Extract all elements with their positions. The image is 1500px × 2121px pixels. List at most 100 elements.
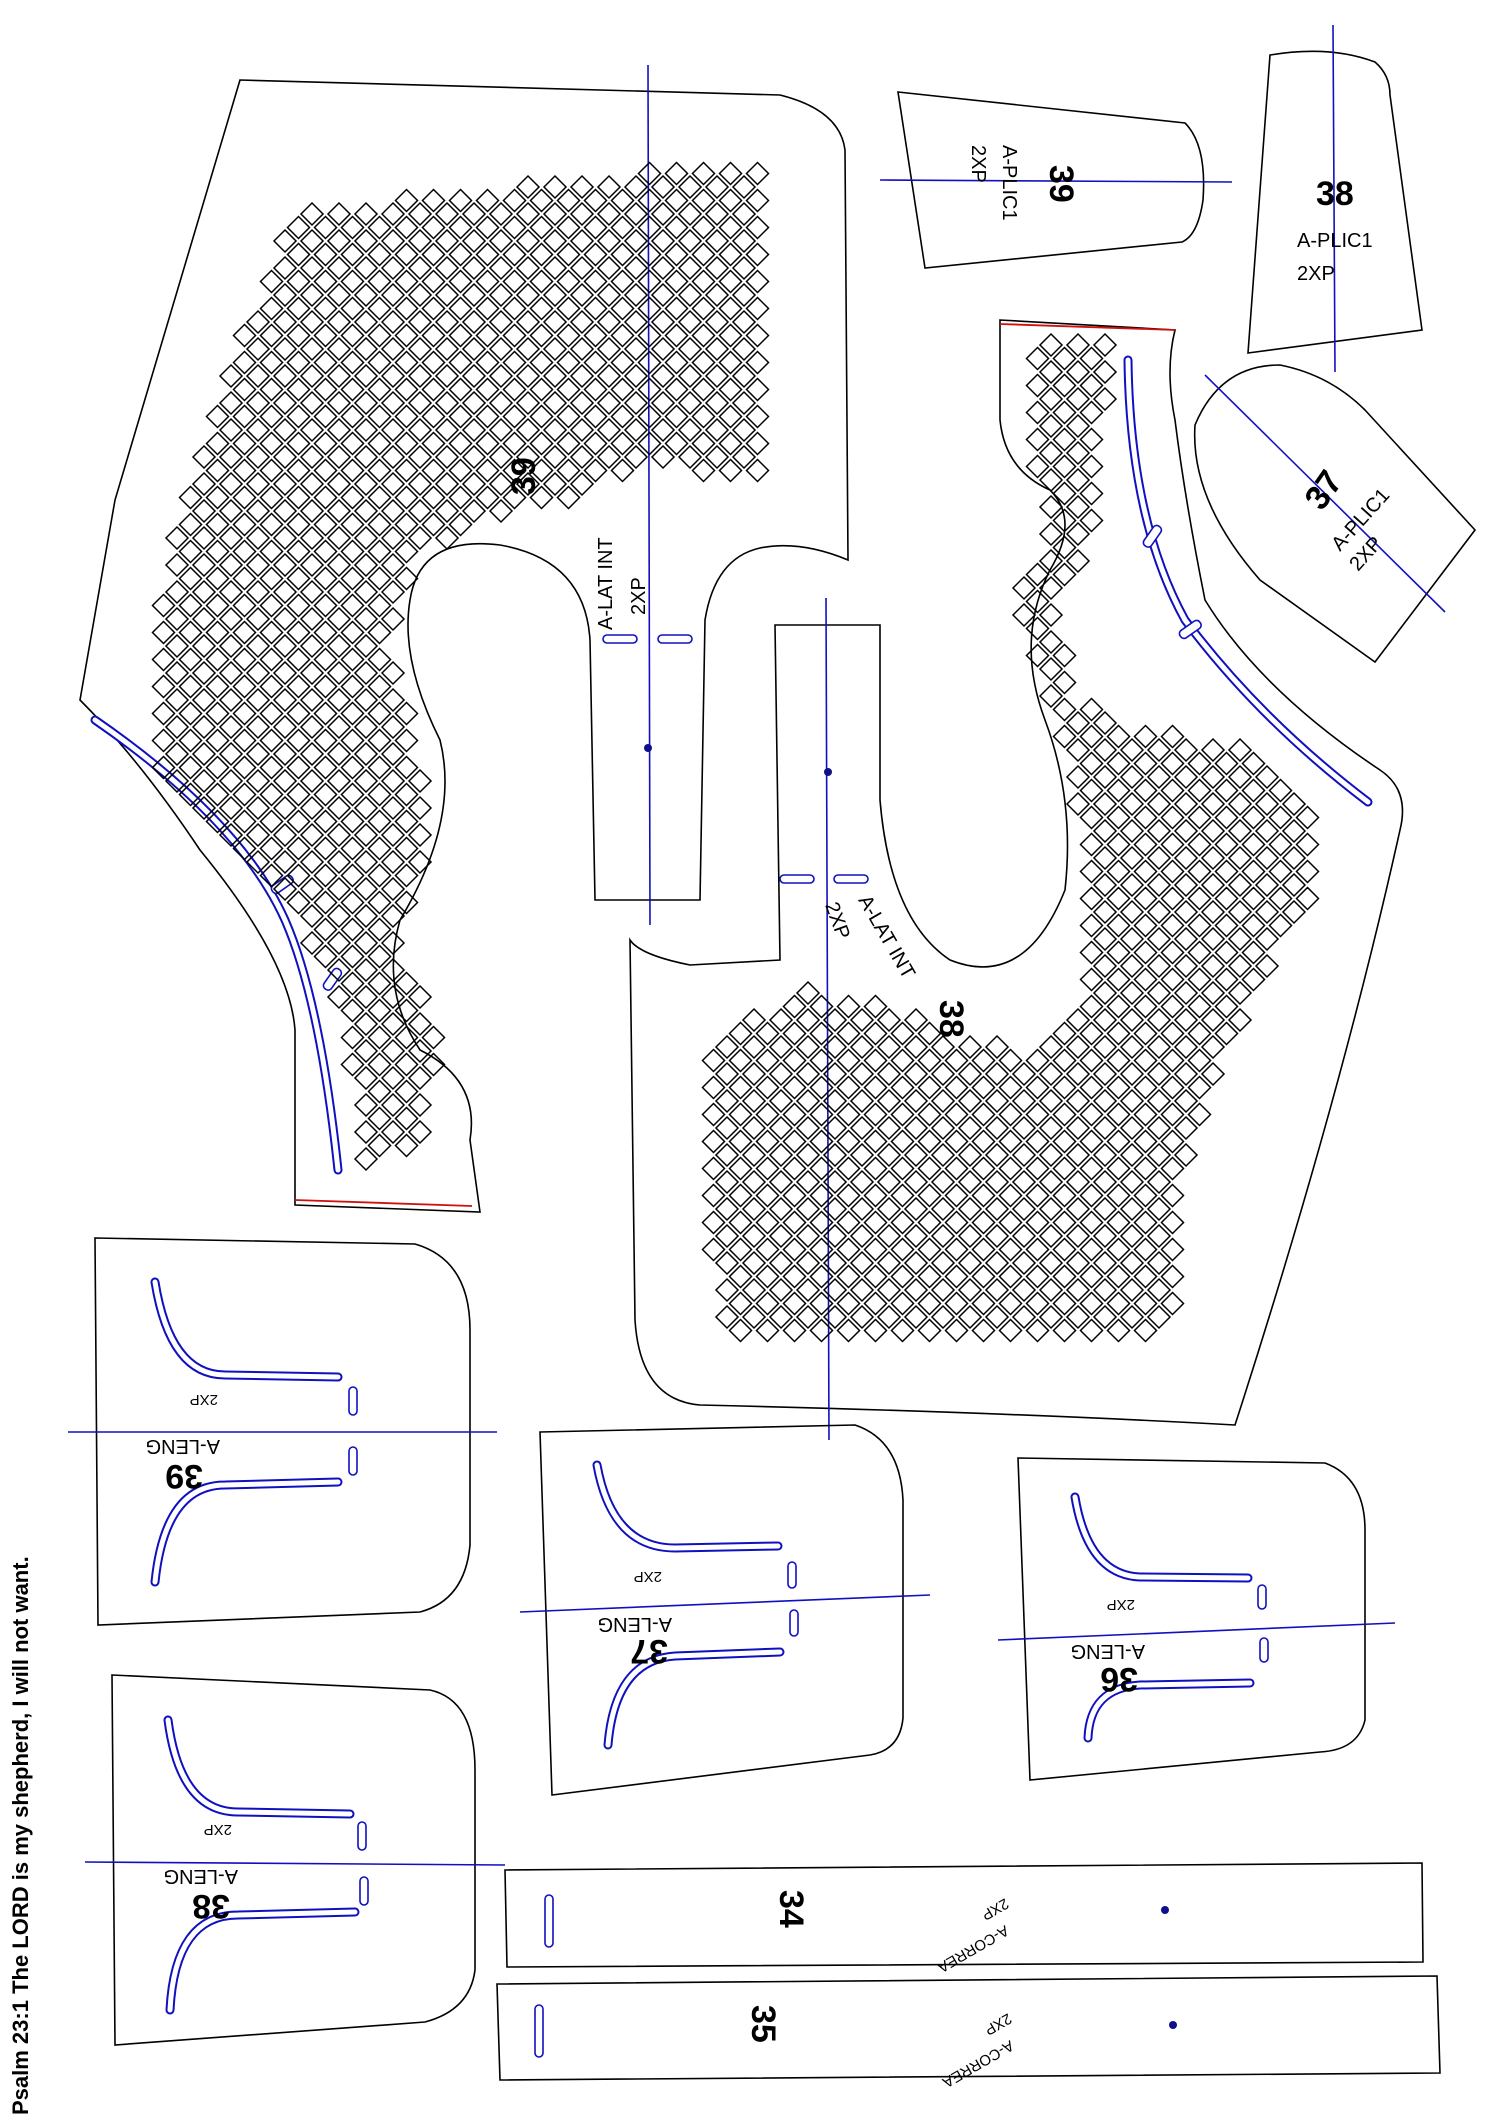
perforation-diamond-icon (728, 1264, 753, 1289)
perforation-diamond-icon (755, 1183, 780, 1208)
perforation-diamond-icon (394, 188, 419, 213)
perforation-diamond-icon (795, 1088, 821, 1114)
perforation-diamond-icon (407, 822, 433, 848)
piece-38-plic-number: 38 (1316, 175, 1354, 213)
perforation-diamond-icon (556, 269, 581, 294)
perforation-diamond-icon (367, 566, 392, 591)
perforation-diamond-icon (890, 1021, 915, 1046)
perforation-diamond-icon (795, 1250, 821, 1276)
perforation-diamond-icon (272, 390, 298, 416)
perforation-diamond-icon (1038, 521, 1064, 547)
perforation-diamond-icon (1295, 832, 1320, 857)
perforation-diamond-icon (849, 1223, 875, 1249)
perforation-diamond-icon (1052, 1102, 1077, 1127)
perforation-diamond-icon (944, 1264, 969, 1289)
perforation-diamond-icon (556, 377, 581, 402)
perforation-diamond-icon (542, 417, 568, 443)
perforation-diamond-icon (1052, 508, 1077, 533)
perforation-diamond-icon (232, 539, 257, 564)
perforation-diamond-icon (1160, 859, 1185, 884)
perforation-diamond-icon (890, 1237, 915, 1262)
perforation-diamond-icon (1241, 940, 1266, 965)
perforation-diamond-icon (1173, 791, 1199, 817)
perforation-diamond-icon (340, 728, 365, 753)
perforation-diamond-icon (407, 498, 433, 524)
perforation-diamond-icon (890, 1183, 915, 1208)
perforation-diamond-icon (299, 417, 325, 443)
perforation-diamond-icon (1038, 1250, 1064, 1276)
perforation-diamond-icon (394, 350, 419, 375)
perforation-diamond-icon (701, 1102, 726, 1127)
perforation-diamond-icon (245, 795, 271, 821)
perforation-diamond-icon (191, 471, 217, 497)
perforation-diamond-icon (353, 201, 379, 227)
perforation-diamond-icon (245, 849, 271, 875)
perforation-diamond-icon (822, 1169, 848, 1195)
perforation-diamond-icon (394, 458, 419, 483)
piece-38-leng-slot-1 (357, 1821, 367, 1851)
perforation-diamond-icon (1106, 1021, 1131, 1046)
perforation-diamond-icon (340, 215, 365, 240)
perforation-diamond-icon (1092, 1169, 1118, 1195)
perforation-diamond-icon (1241, 967, 1266, 992)
perforation-diamond-icon (529, 323, 554, 348)
perforation-diamond-icon (367, 836, 392, 861)
perforation-diamond-icon (515, 255, 541, 281)
piece-38-lateral-center-dot (824, 768, 832, 776)
perforation-diamond-icon (232, 701, 257, 726)
perforation-diamond-icon (863, 1129, 888, 1154)
perforation-diamond-icon (353, 849, 379, 875)
perforation-diamond-icon (971, 1291, 996, 1316)
perforation-diamond-icon (984, 1196, 1010, 1222)
perforation-diamond-icon (1106, 1264, 1131, 1289)
perforation-diamond-icon (1065, 1223, 1091, 1249)
perforation-diamond-icon (1052, 643, 1077, 668)
perforation-diamond-icon (944, 1291, 969, 1316)
perforation-diamond-icon (461, 255, 487, 281)
perforation-diamond-icon (795, 1169, 821, 1195)
perforation-diamond-icon (394, 701, 419, 726)
perforation-diamond-icon (795, 1034, 821, 1060)
perforation-diamond-icon (1268, 913, 1293, 938)
perforation-diamond-icon (272, 255, 298, 281)
perforation-diamond-icon (421, 377, 446, 402)
perforation-diamond-icon (984, 1061, 1010, 1087)
perforation-diamond-icon (998, 1210, 1023, 1235)
perforation-diamond-icon (1160, 886, 1185, 911)
perforation-diamond-icon (1146, 1169, 1172, 1195)
perforation-diamond-icon (407, 1011, 433, 1037)
perforation-diamond-icon (998, 1264, 1023, 1289)
perforation-diamond-icon (1281, 845, 1307, 871)
perforation-diamond-icon (728, 1291, 753, 1316)
perforation-diamond-icon (1160, 1210, 1185, 1235)
perforation-diamond-icon (326, 876, 352, 902)
perforation-diamond-icon (353, 1065, 379, 1091)
perforation-diamond-icon (677, 228, 703, 254)
perforation-diamond-icon (232, 620, 257, 645)
perforation-diamond-icon (1092, 359, 1118, 385)
perforation-diamond-icon (1052, 400, 1077, 425)
perforation-diamond-icon (704, 336, 730, 362)
perforation-diamond-icon (728, 1048, 753, 1073)
perforation-diamond-icon (1146, 1034, 1172, 1060)
perforation-diamond-icon (259, 566, 284, 591)
perforation-diamond-icon (353, 228, 379, 254)
perforation-diamond-icon (1295, 886, 1320, 911)
perforation-diamond-icon (272, 849, 298, 875)
perforation-diamond-icon (664, 296, 689, 321)
perforation-diamond-icon (380, 228, 406, 254)
perforation-diamond-icon (1011, 1061, 1037, 1087)
perforation-diamond-icon (1146, 1277, 1172, 1303)
perforation-diamond-icon (596, 444, 622, 470)
perforation-diamond-icon (998, 1102, 1023, 1127)
perforation-diamond-icon (326, 768, 352, 794)
perforation-diamond-icon (1146, 1115, 1172, 1141)
perforation-diamond-icon (664, 431, 689, 456)
perforation-diamond-icon (286, 593, 311, 618)
perforation-diamond-icon (1119, 737, 1145, 763)
perforation-diamond-icon (569, 201, 595, 227)
perforation-diamond-icon (957, 1142, 983, 1168)
piece-34-correa-name: A-CORREA (934, 1922, 1011, 1976)
perforation-diamond-icon (272, 822, 298, 848)
perforation-diamond-icon (367, 782, 392, 807)
